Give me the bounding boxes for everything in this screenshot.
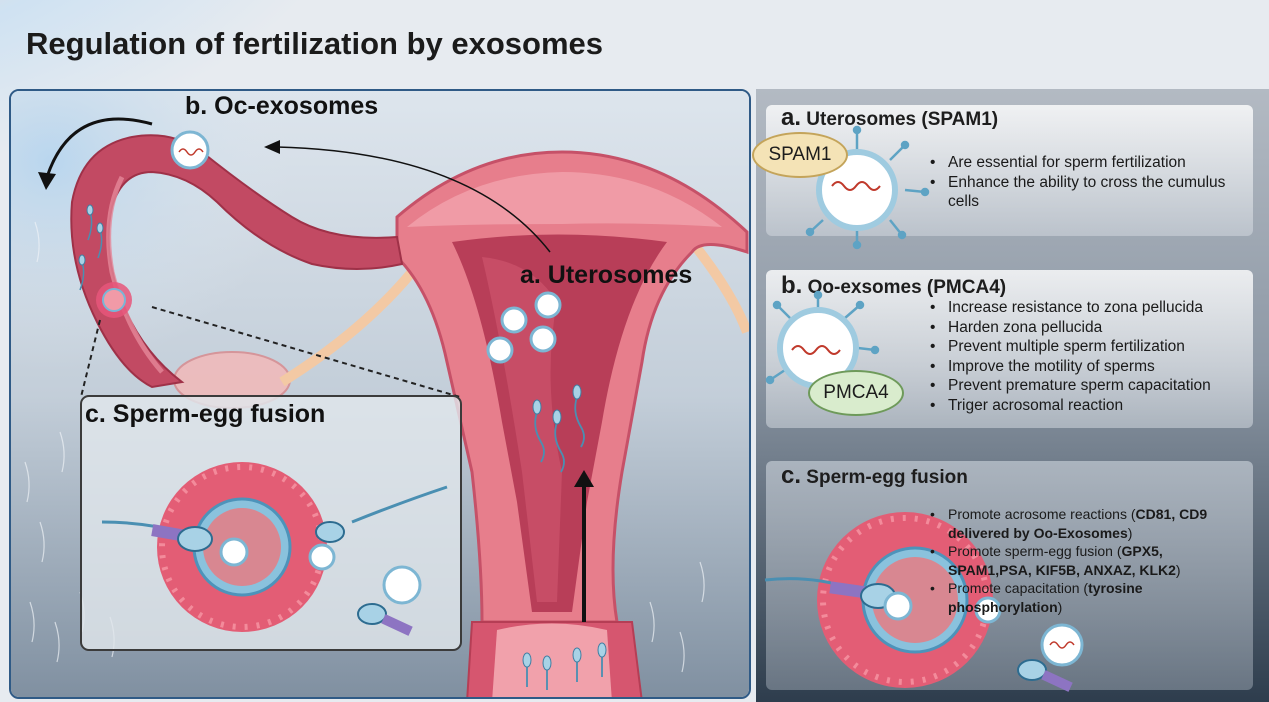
card-c-bullet: Promote capacitation (tyrosine phosphory… <box>928 579 1228 616</box>
label-uterosomes: a. Uterosomes <box>520 261 693 289</box>
card-b-bullet: Triger acrosomal reaction <box>928 396 1248 416</box>
card-a-bullet: Enhance the ability to cross the cumulus… <box>928 173 1248 212</box>
page-title: Regulation of fertilization by exosomes <box>26 26 604 61</box>
card-c-title-text: Sperm-egg fusion <box>806 467 968 488</box>
right-ligament <box>688 238 749 334</box>
card-b-bullet: Prevent multiple sperm fertilization <box>928 337 1248 357</box>
uterus-illustration <box>11 91 749 697</box>
card-c-bullets: Promote acrosome reactions (CD81, CD9 de… <box>928 505 1228 616</box>
card-c-key: c. <box>781 462 802 489</box>
tube-highlight <box>106 175 164 374</box>
inset-sperm-bottom <box>357 603 387 625</box>
card-a-key: a. <box>781 104 802 131</box>
label-oc-exosomes: b. Oc-exosomes <box>185 92 379 120</box>
dashed-line-left <box>80 319 101 398</box>
uterus-fundus-highlight <box>407 172 722 227</box>
card-a-title: a. Uterosomes (SPAM1) <box>781 104 998 132</box>
card-b-bullet: Improve the motility of sperms <box>928 357 1248 377</box>
card-b-bullet: Prevent premature sperm capacitation <box>928 376 1248 396</box>
card-a-bullets: Are essential for sperm fertilization En… <box>928 153 1248 212</box>
card-c-bullet: Promote sperm-egg fusion (GPX5, SPAM1,PS… <box>928 542 1228 579</box>
card-b-bullet: Harden zona pellucida <box>928 318 1248 338</box>
card-a-title-text: Uterosomes (SPAM1) <box>806 109 999 130</box>
label-sperm-egg-fusion: c. Sperm-egg fusion <box>85 400 326 428</box>
curved-arrow-oc <box>45 117 153 178</box>
card-a-bullet: Are essential for sperm fertilization <box>928 153 1248 173</box>
oc-exosome-particle <box>170 130 210 170</box>
inset-exosomes <box>219 537 422 605</box>
cervix-inner <box>492 623 612 697</box>
card-b-title-text: Oo-exsomes (PMCA4) <box>807 277 1007 298</box>
uterosome-particles <box>486 291 562 364</box>
uterus-sperm <box>526 396 603 690</box>
card-b-title: b. Oo-exsomes (PMCA4) <box>781 272 1006 300</box>
card-b-key: b. <box>781 272 803 299</box>
card-c-bullet: Promote acrosome reactions (CD81, CD9 de… <box>928 505 1228 542</box>
card-c-title: c. Sperm-egg fusion <box>781 462 968 490</box>
spam1-tag: SPAM1 <box>752 132 848 178</box>
inset-sperm-right <box>351 485 448 524</box>
uterus-illustration-panel <box>9 89 751 699</box>
card-b-bullet: Increase resistance to zona pellucida <box>928 298 1248 318</box>
ovarian-ligament <box>279 268 416 387</box>
pmca4-tag: PMCA4 <box>808 370 904 416</box>
card-b-bullets: Increase resistance to zona pellucida Ha… <box>928 298 1248 415</box>
curved-arrow-to-tube <box>276 146 551 253</box>
